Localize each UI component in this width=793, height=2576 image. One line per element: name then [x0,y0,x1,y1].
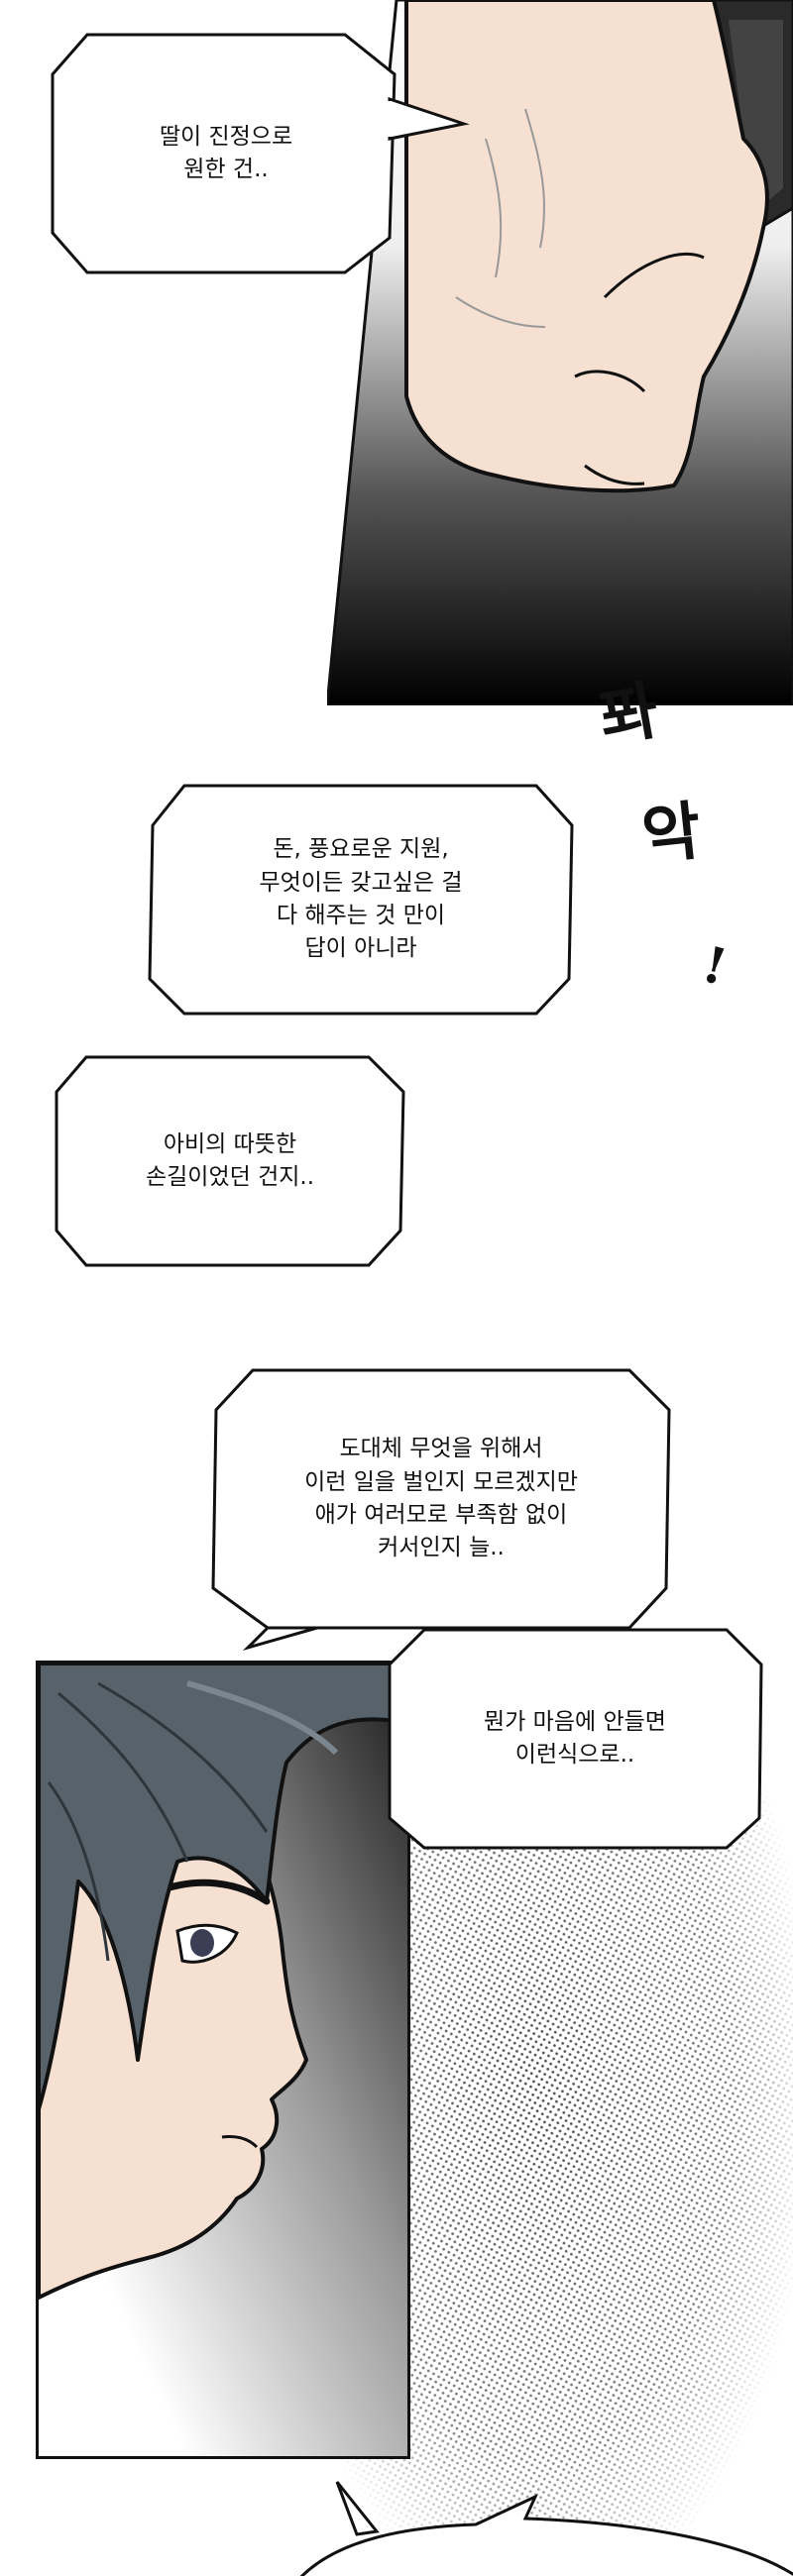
bubble-1-text: 딸이 진정으로 원한 건.. [159,123,293,182]
speech-bubble-2: 돈, 풍요로운 지원, 무엇이든 갖고싶은 걸 다 해주는 것 만이 답이 아니… [145,781,577,1019]
bubble-5-text: 뭔가 마음에 안들면 이런식으로.. [484,1708,666,1768]
bubble-5-outline [388,1628,763,1850]
bubble-2-text: 돈, 풍요로운 지원, 무엇이든 갖고싶은 걸 다 해주는 것 만이 답이 아니… [259,836,463,962]
sfx-pa: 퐈 [593,673,664,757]
hand-phone-illustration [327,0,793,705]
bubble-3-text: 아비의 따뜻한 손길이었던 건지.. [145,1130,315,1190]
man-face-illustration [39,1664,407,2456]
sfx-exclaim: ! [696,934,734,997]
man-face-panel [36,1661,410,2459]
speech-bubble-partial [278,2437,793,2576]
hand-phone-panel [327,0,793,705]
bubble-1-outline [51,33,470,274]
bubble-3-outline [55,1055,405,1267]
speech-bubble-3: 아비의 따뜻한 손길이었던 건지.. [52,1052,408,1270]
sfx-ak: 악 [638,794,705,874]
speech-bubble-1: 딸이 진정으로 원한 건.. [48,30,470,277]
bubble-2-outline [148,784,574,1016]
speech-bubble-5: 뭔가 마음에 안들면 이런식으로.. [385,1625,765,1853]
speech-bubble-4: 도대체 무엇을 위해서 이런 일을 벌인지 모르겠지만 애가 여러모로 부족함 … [208,1365,674,1652]
bubble-4-outline [211,1368,671,1652]
partial-bubble-outline [299,2481,793,2576]
bubble-4-text: 도대체 무엇을 위해서 이런 일을 벌인지 모르겠지만 애가 여러모로 부족함 … [304,1436,578,1561]
